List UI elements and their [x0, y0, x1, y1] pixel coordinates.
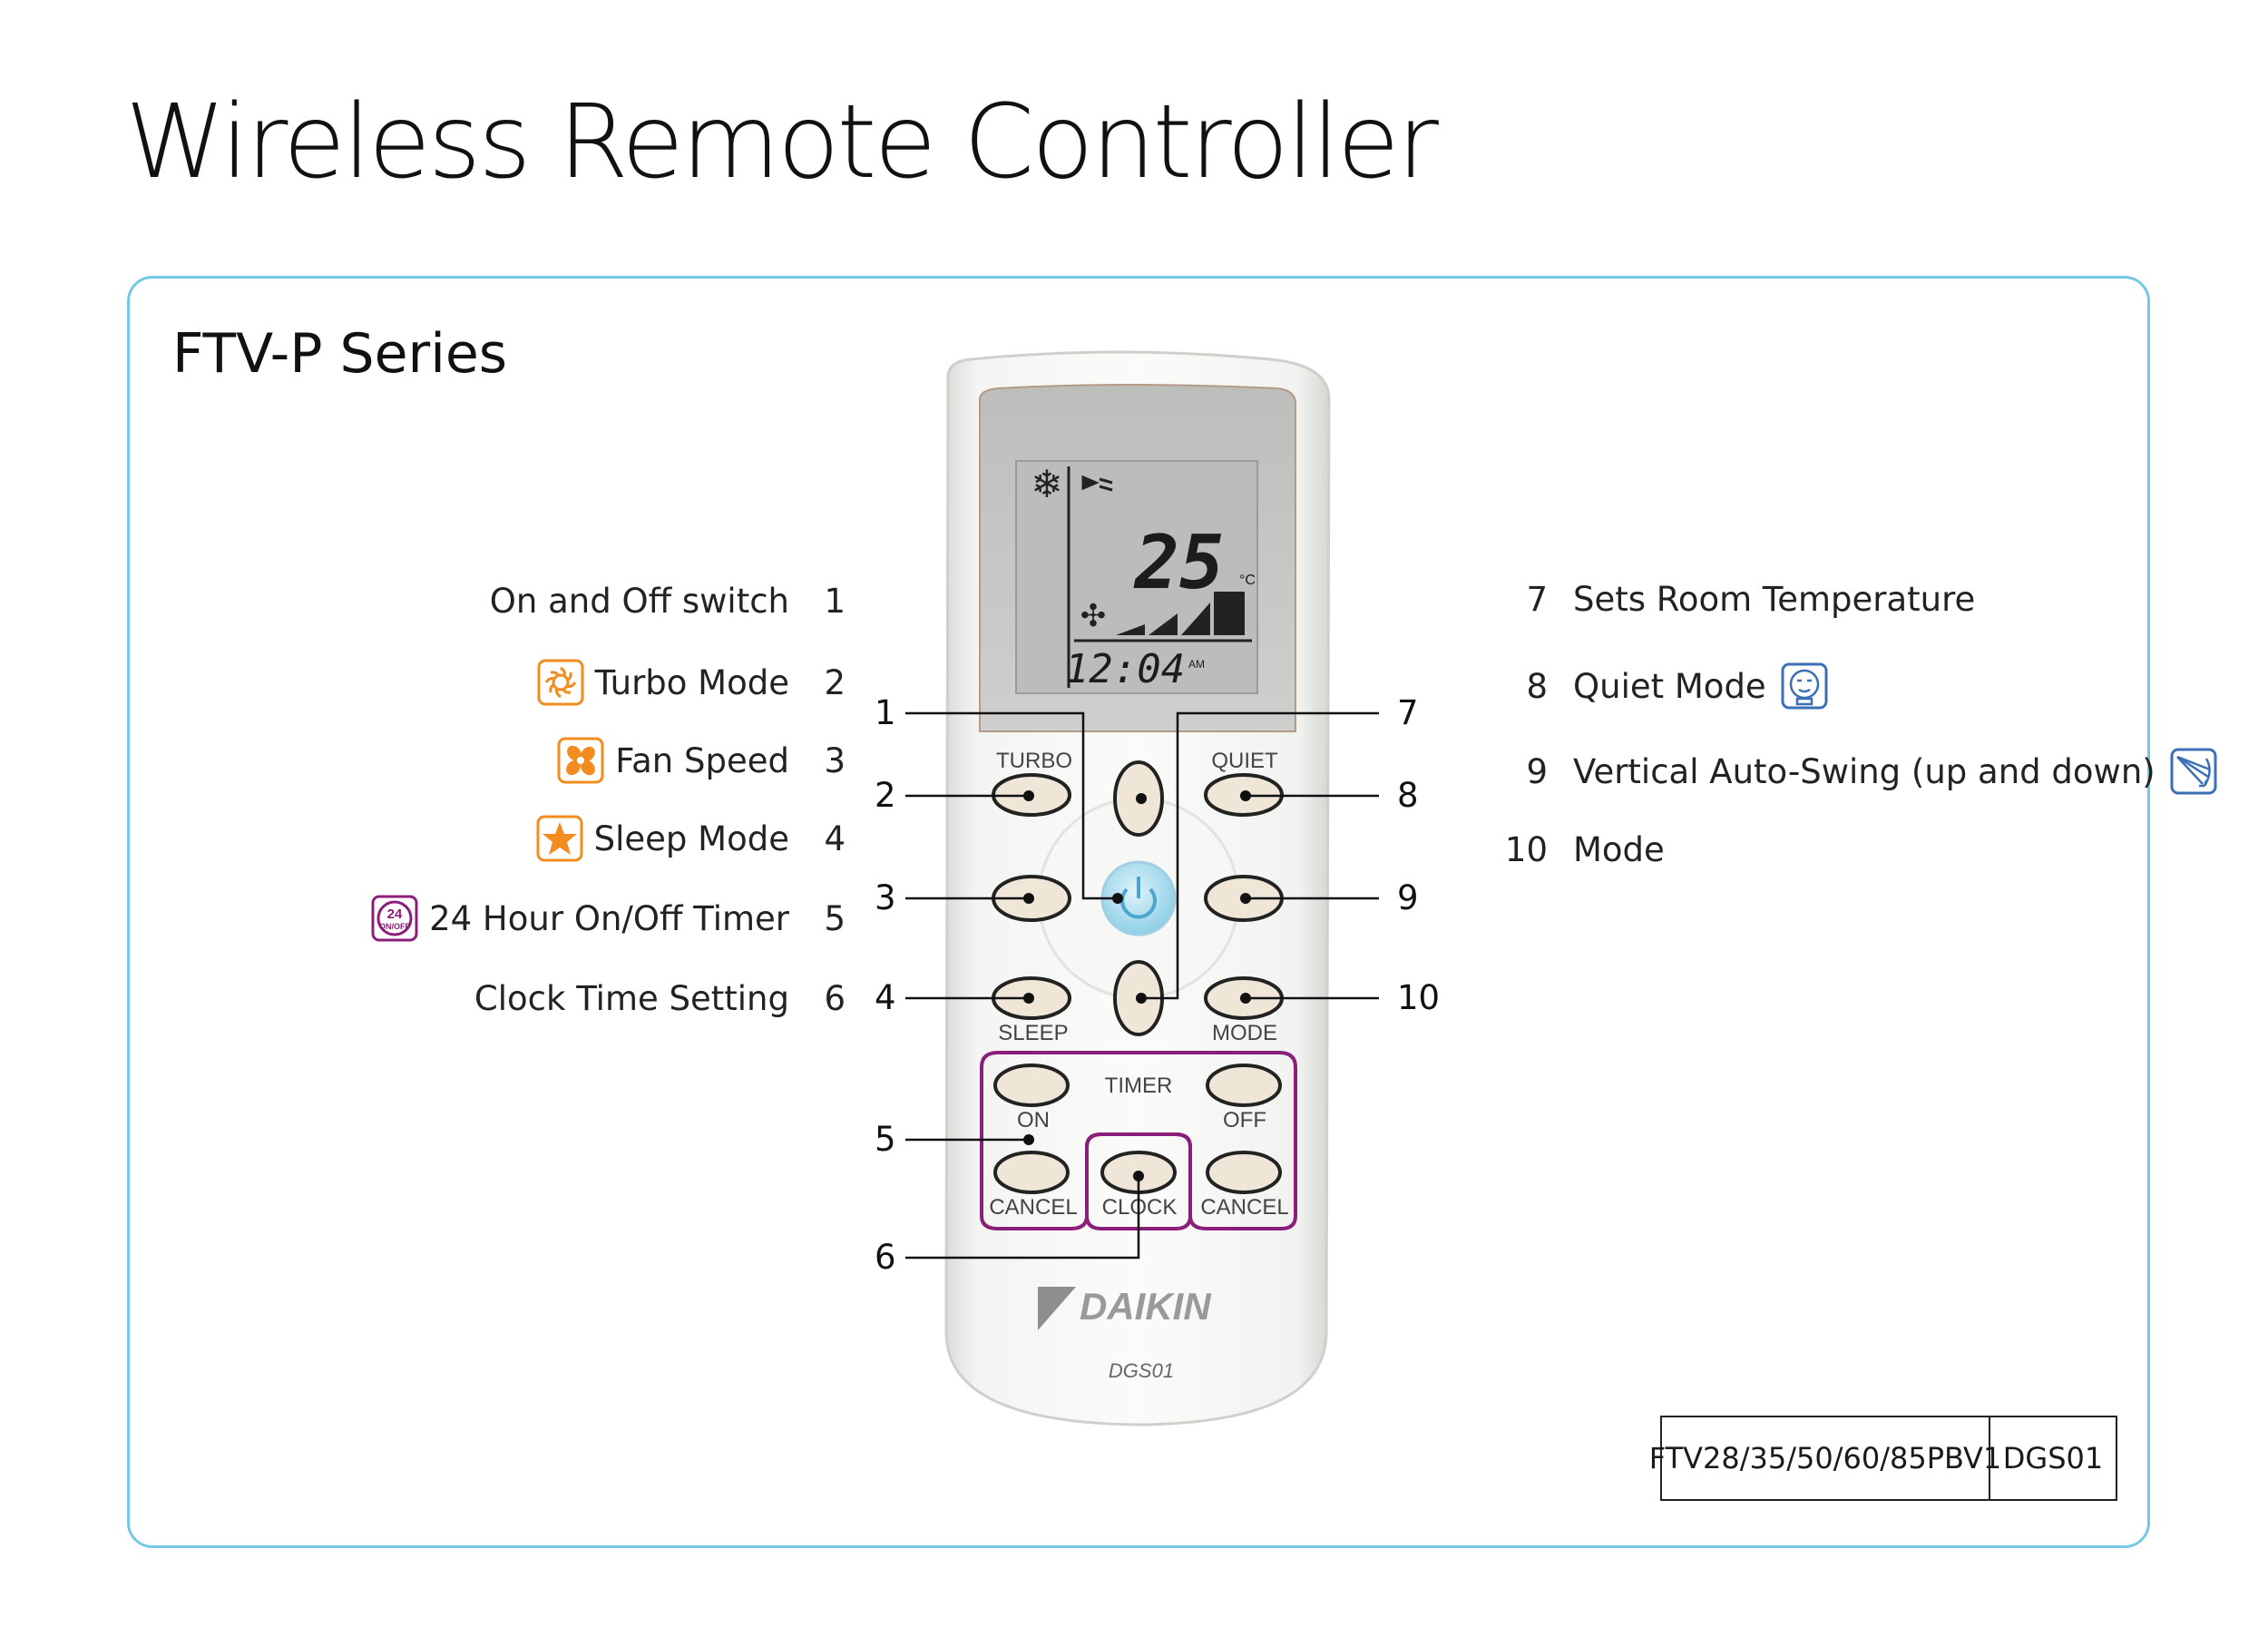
legend-number: 3	[824, 740, 846, 780]
legend-label: Sleep Mode	[593, 818, 789, 858]
brand-name: DAIKIN	[1080, 1285, 1212, 1328]
legend-label: Vertical Auto-Swing (up and down)	[1573, 751, 2156, 791]
legend-label: Mode	[1573, 829, 1665, 869]
daikin-logo-icon	[1038, 1287, 1076, 1330]
swing-indicator-icon	[1081, 475, 1113, 492]
model-list: FTV28/35/50/60/85PBV1	[1649, 1417, 2001, 1499]
mode-button-label: MODE	[1212, 1021, 1277, 1045]
fan-level-bars	[1214, 592, 1245, 635]
snowflake-icon: ❄	[1031, 463, 1062, 505]
callout-number: 7	[1397, 693, 1419, 732]
timer-on-button[interactable]	[993, 1064, 1070, 1107]
callout-number: 5	[875, 1120, 896, 1159]
legend-label: Sets Room Temperature	[1573, 579, 1976, 619]
callout-number: 2	[875, 776, 896, 815]
fan-indicator-icon: ✣	[1080, 599, 1107, 633]
legend-label: Turbo Mode	[594, 662, 789, 702]
remote-code: DGS01	[2002, 1441, 2104, 1475]
lcd-ampm: AM	[1188, 658, 1205, 671]
legend-label: Fan Speed	[615, 740, 789, 780]
timer-label: TIMER	[1105, 1073, 1173, 1098]
legend-number: 8	[1526, 666, 1548, 706]
timer-icon-sub: ON/OFF	[379, 922, 410, 931]
timer-off-label: OFF	[1223, 1108, 1266, 1132]
cancel-left-button[interactable]	[993, 1151, 1070, 1194]
timer-off-button[interactable]	[1206, 1064, 1282, 1107]
legend-item-turbo: Turbo Mode 2	[537, 655, 846, 710]
legend-item-quiet: 8 Quiet Mode	[1495, 659, 1828, 713]
clock-group-outline	[1085, 1132, 1192, 1230]
callout-number: 6	[875, 1238, 896, 1277]
legend-item-swing: 9 Vertical Auto-Swing (up and down)	[1495, 744, 2217, 799]
lcd-unit: °C	[1239, 573, 1256, 588]
leader-lines	[905, 711, 1379, 1260]
callout-number: 3	[875, 878, 896, 917]
swing-icon	[2170, 748, 2217, 795]
legend-label: Clock Time Setting	[474, 978, 789, 1018]
callout-number: 1	[875, 693, 896, 732]
callout-number: 4	[875, 978, 896, 1017]
legend-item-fan: Fan Speed 3	[557, 733, 846, 788]
legend-number: 5	[824, 898, 846, 938]
legend-label: 24 Hour On/Off Timer	[429, 898, 789, 938]
legend-number: 6	[824, 978, 846, 1018]
sleep-button-label: SLEEP	[998, 1021, 1068, 1045]
legend-number: 2	[824, 662, 846, 702]
remote-model: DGS01	[1109, 1359, 1174, 1382]
page-title: Wireless Remote Controller	[125, 83, 1439, 201]
fan-icon	[557, 737, 604, 784]
legend-number: 7	[1526, 579, 1548, 619]
legend-number: 1	[824, 581, 846, 621]
legend-item-sleep: Sleep Mode 4	[536, 811, 846, 866]
legend-label: Quiet Mode	[1573, 666, 1766, 706]
model-table: FTV28/35/50/60/85PBV1 DGS01	[1649, 1416, 2117, 1501]
legend-item-on-off: On and Off switch 1	[489, 573, 846, 628]
timer-on-label: ON	[1017, 1108, 1050, 1132]
legend-number: 9	[1526, 751, 1548, 791]
legend-number: 10	[1504, 829, 1548, 869]
cancel-right-label: CANCEL	[1200, 1195, 1288, 1220]
star-icon	[536, 815, 583, 862]
legend-number: 4	[824, 818, 846, 858]
lcd-temperature: 25	[1133, 520, 1225, 606]
timer-icon-number: 24	[387, 907, 403, 922]
cancel-right-button[interactable]	[1206, 1151, 1282, 1194]
turbo-icon	[537, 659, 584, 706]
legend-item-clock: Clock Time Setting 6	[474, 971, 846, 1025]
turbo-button-label: TURBO	[996, 749, 1072, 773]
series-title: FTV-P Series	[172, 322, 508, 386]
legend-item-temperature: 7 Sets Room Temperature	[1495, 572, 1975, 626]
callout-number: 10	[1397, 978, 1441, 1017]
timer-24-icon: 24 ON/OFF	[371, 895, 418, 942]
lcd-screen	[1015, 460, 1258, 694]
callout-number: 8	[1397, 776, 1419, 815]
legend-item-timer: 24 ON/OFF 24 Hour On/Off Timer 5	[371, 891, 846, 946]
lcd-time: 12:04	[1065, 646, 1185, 692]
legend-label: On and Off switch	[489, 581, 789, 621]
cancel-left-label: CANCEL	[989, 1195, 1077, 1220]
quiet-button-label: QUIET	[1211, 749, 1278, 773]
content-panel	[127, 276, 2150, 1548]
callout-number: 9	[1397, 878, 1419, 917]
quiet-icon	[1781, 662, 1828, 710]
legend-item-mode: 10 Mode	[1495, 822, 1665, 877]
